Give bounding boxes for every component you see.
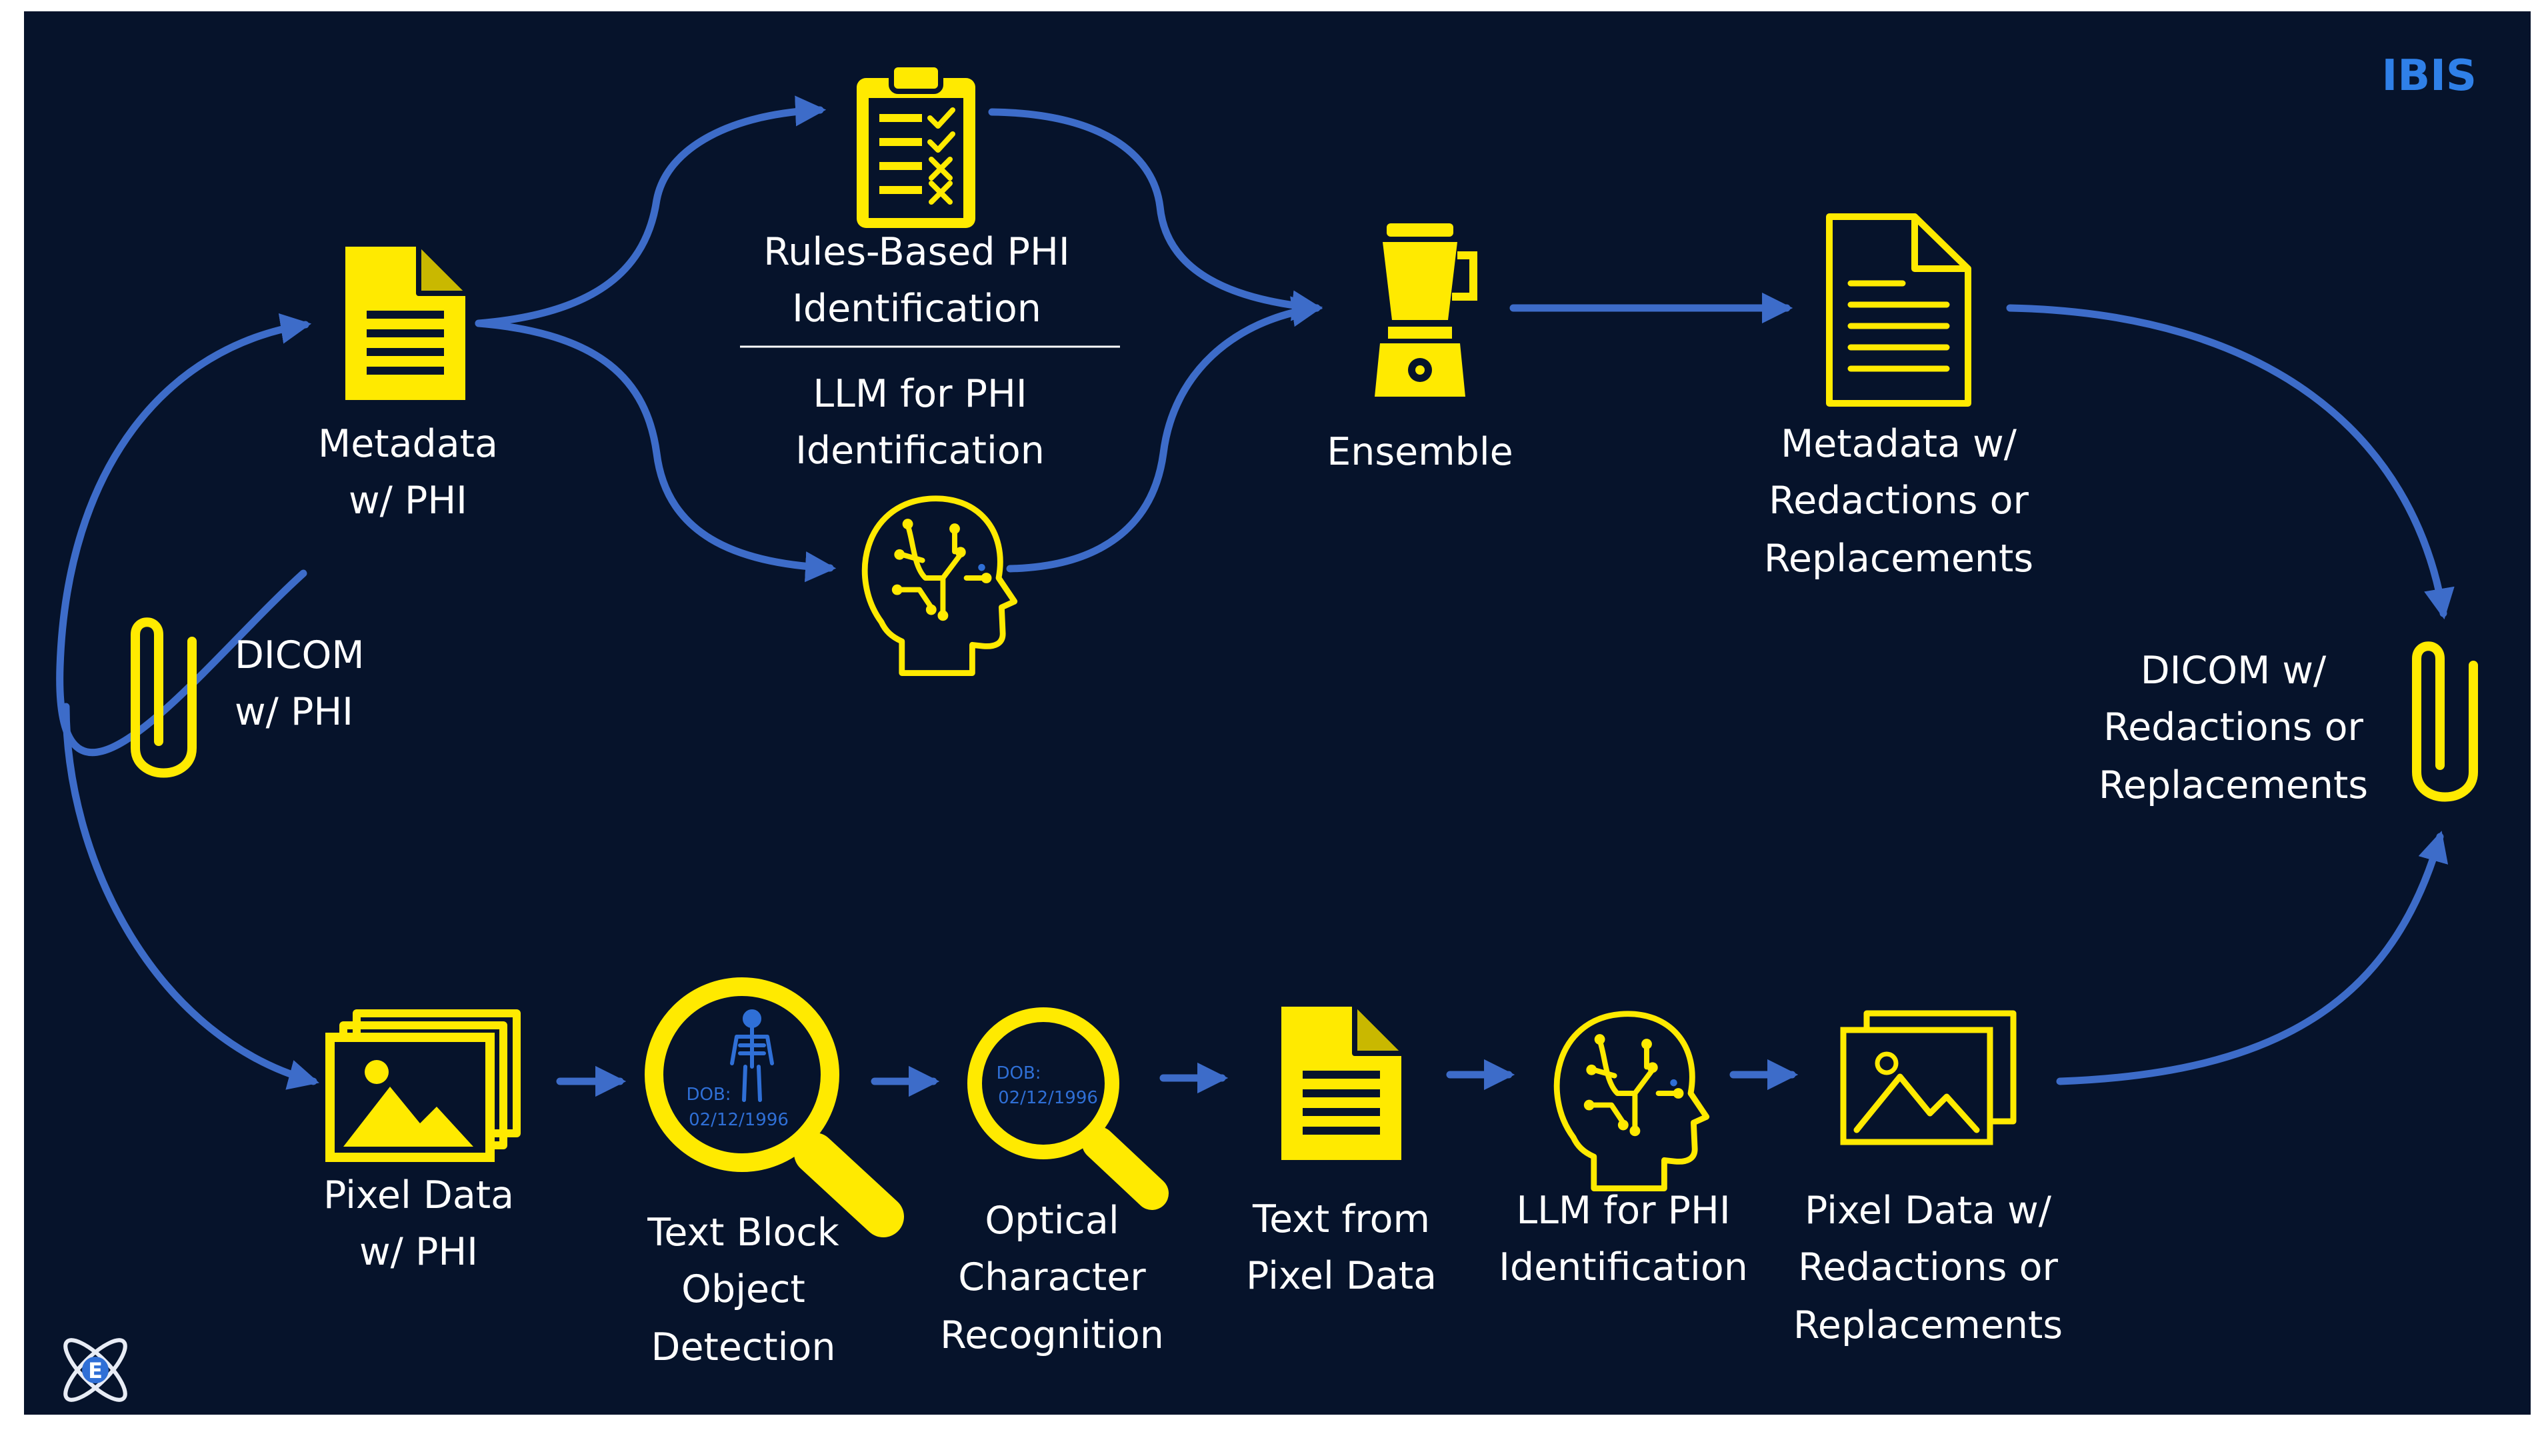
logo-letter: E	[88, 1358, 103, 1383]
pixel-output-node: Pixel Data w/ Redactions or Replacements	[1793, 1010, 2063, 1347]
ensemble-node: Ensemble	[1327, 223, 1513, 474]
metadata-node: Metadata w/ PHI	[318, 247, 498, 523]
slide-background	[24, 11, 2531, 1415]
metadata-line1: Metadata	[318, 422, 498, 466]
ocr-line3: Recognition	[940, 1313, 1164, 1357]
pixel-llm-line2: Identification	[1499, 1245, 1748, 1289]
metadata-output-node: Metadata w/ Redactions or Replacements	[1764, 217, 2033, 581]
ocr-line2: Character	[958, 1255, 1146, 1299]
metadata-llm-node: LLM for PHI Identification	[795, 372, 1045, 673]
blender-icon	[1375, 223, 1477, 397]
rules-node: Rules-Based PHI Identification	[763, 62, 1070, 331]
dicom-source: DICOM w/ PHI	[135, 622, 365, 773]
flow-arrows	[56, 95, 2455, 1097]
document-icon	[1281, 1007, 1401, 1160]
detection-dob-value: 02/12/1996	[689, 1110, 789, 1130]
pixel-llm-node: LLM for PHI Identification	[1499, 1014, 1748, 1289]
dicom-result: DICOM w/ Redactions or Replacements	[2099, 646, 2473, 807]
ensemble-label: Ensemble	[1327, 430, 1513, 474]
pixel-line1: Pixel Data	[323, 1173, 514, 1217]
rules-line2: Identification	[792, 287, 1041, 331]
text-line2: Pixel Data	[1246, 1254, 1437, 1298]
detection-node: DOB: 02/12/1996 Text Block Object Detect…	[645, 977, 904, 1369]
brain-head-icon	[865, 499, 1015, 673]
metadata-llm-line1: LLM for PHI	[813, 372, 1027, 416]
pixel-output-line1: Pixel Data w/	[1805, 1189, 2052, 1233]
ocr-dob-label: DOB:	[996, 1063, 1041, 1083]
ocr-node: DOB: 02/12/1996 Optical Character Recogn…	[940, 1007, 1169, 1357]
metadata-line2: w/ PHI	[349, 479, 467, 523]
ocr-dob-value: 02/12/1996	[998, 1088, 1098, 1108]
pixel-node: Pixel Data w/ PHI	[323, 1013, 517, 1274]
metadata-output-line2: Redactions or	[1769, 479, 2029, 523]
pixel-output-line3: Replacements	[1793, 1303, 2063, 1347]
images-icon	[330, 1013, 517, 1157]
dicom-source-line1: DICOM	[235, 633, 365, 677]
images-icon	[1840, 1010, 2017, 1145]
pixel-output-line2: Redactions or	[1798, 1245, 2058, 1289]
rules-line1: Rules-Based PHI	[763, 230, 1069, 274]
ocr-line1: Optical	[985, 1199, 1119, 1243]
metadata-output-line3: Replacements	[1764, 537, 2033, 581]
metadata-output-line1: Metadata w/	[1781, 422, 2017, 466]
magnifier-icon: DOB: 02/12/1996	[967, 1007, 1169, 1210]
document-icon	[345, 247, 465, 400]
dicom-source-line2: w/ PHI	[235, 690, 353, 734]
checklist-icon	[857, 62, 975, 228]
dicom-result-line1: DICOM w/	[2141, 649, 2327, 693]
paperclip-icon	[2417, 646, 2473, 797]
pixel-line2: w/ PHI	[359, 1230, 478, 1274]
skeleton-icon	[730, 1009, 774, 1102]
paperclip-icon	[135, 622, 192, 773]
metadata-llm-line2: Identification	[795, 429, 1045, 473]
detection-line3: Detection	[651, 1325, 836, 1369]
text-line1: Text from	[1252, 1197, 1430, 1241]
document-icon	[1829, 217, 1968, 403]
atom-logo-icon: E	[63, 1338, 127, 1402]
brand-title: IBIS	[2382, 51, 2477, 101]
detection-dob-label: DOB:	[686, 1085, 731, 1105]
dicom-result-line3: Replacements	[2099, 763, 2368, 807]
text-node: Text from Pixel Data	[1246, 1007, 1437, 1298]
dicom-result-line2: Redactions or	[2103, 705, 2363, 749]
brain-head-icon	[1557, 1014, 1707, 1189]
detection-line1: Text Block	[647, 1211, 839, 1255]
magnifier-skeleton-icon: DOB: 02/12/1996	[645, 977, 904, 1237]
detection-line2: Object	[681, 1267, 805, 1311]
pixel-llm-line1: LLM for PHI	[1516, 1189, 1730, 1233]
